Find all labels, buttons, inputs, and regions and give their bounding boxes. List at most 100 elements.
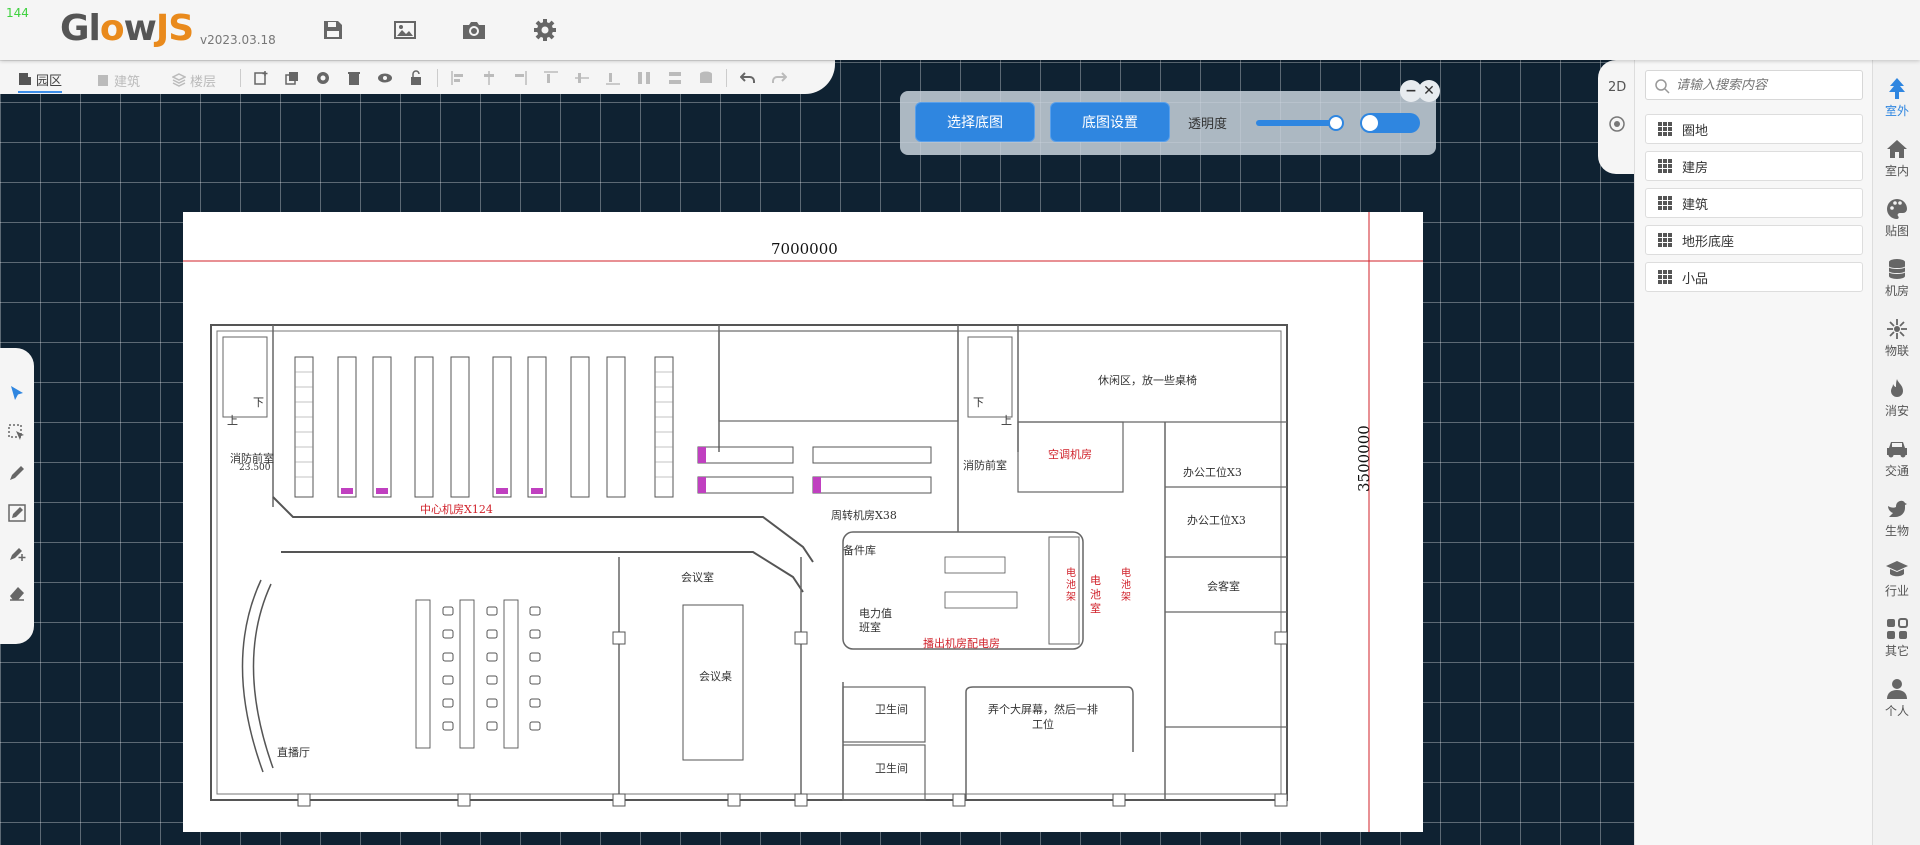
distribute-v-icon[interactable] [667,70,683,86]
database-icon[interactable] [698,70,714,86]
basemap-settings-button[interactable]: 底图设置 [1050,102,1170,142]
grid-icon [1658,159,1672,173]
edit-toolbar: 园区 建筑 楼层 [0,60,835,94]
tab-floor[interactable]: 楼层 [172,67,216,93]
room-lounge: 休闲区，放一些桌椅 [1098,374,1197,387]
category-sidebar: 室外 室内 贴图 机房 物联 消安 交通 生物 行业 其它 个人 [1872,60,1920,845]
minimize-icon[interactable]: − [1400,80,1422,102]
park-icon [19,73,31,85]
draw-tools [0,348,34,644]
fire-icon [1891,379,1903,397]
list-item-enclosure[interactable]: 圈地 [1645,114,1863,144]
opacity-slider[interactable] [1256,120,1336,126]
align-center-icon[interactable] [481,70,497,86]
room-office-1: 办公工位X3 [1183,466,1242,479]
category-fire-safety[interactable]: 消安 [1873,368,1920,426]
view-toggle: 2D [1598,60,1634,174]
align-left-icon[interactable] [450,70,466,86]
opacity-slider-handle[interactable] [1328,115,1344,131]
room-spare: 备件库 [843,544,876,557]
search-icon [1655,79,1670,94]
close-icon[interactable]: ✕ [1418,80,1440,102]
category-texture[interactable]: 贴图 [1873,188,1920,246]
room-center: 中心机房X124 [420,503,493,516]
image-icon[interactable] [391,16,419,44]
category-traffic[interactable]: 交通 [1873,428,1920,486]
box-select-icon[interactable] [8,424,26,442]
add-point-icon[interactable] [8,544,26,562]
home-icon [1887,140,1907,158]
tab-building[interactable]: 建筑 [96,67,140,93]
building-icon [98,75,108,86]
room-reception: 会客室 [1207,580,1240,593]
distribute-h-icon[interactable] [636,70,652,86]
category-personal[interactable]: 个人 [1873,668,1920,726]
align-middle-icon[interactable] [574,70,590,86]
category-server-room[interactable]: 机房 [1873,248,1920,306]
category-iot[interactable]: 物联 [1873,308,1920,366]
save-icon[interactable] [319,16,347,44]
apps-icon [1887,618,1908,639]
lock-icon[interactable] [408,70,424,86]
locate-icon[interactable] [1608,115,1626,133]
category-outdoor[interactable]: 室外 [1873,68,1920,126]
grid-icon [1658,233,1672,247]
room-wc-2: 卫生间 [875,762,908,775]
copy-icon[interactable] [284,70,300,86]
view-mode-2d[interactable]: 2D [1608,80,1627,95]
bird-icon [1888,500,1907,517]
tab-park[interactable]: 园区 [18,67,63,93]
floor-plan-image: 7000000 3500000 休闲区，放一些桌椅 空调机房 消防前室 23.5… [183,212,1423,832]
opacity-label: 透明度 [1188,117,1228,132]
category-biology[interactable]: 生物 [1873,488,1920,546]
camera-icon[interactable] [460,16,488,44]
fps-counter: 144 [6,6,29,20]
top-bar: GlowJS v2023.03.18 [0,0,1920,60]
dimension-height: 3500000 [1355,425,1373,492]
basemap-panel: 选择底图 底图设置 透明度 [900,91,1436,155]
undo-icon[interactable] [740,70,756,86]
redo-icon[interactable] [771,70,787,86]
car-icon [1887,442,1907,458]
rack-2: 电池架 [1121,568,1131,603]
delete-icon[interactable] [346,70,362,86]
pointer-icon[interactable] [8,384,26,402]
app-version: v2023.03.18 [200,33,276,47]
grid-icon [1658,122,1672,136]
gear-icon[interactable] [531,16,559,44]
search-box [1645,70,1863,100]
eye-icon[interactable] [377,70,393,86]
search-input[interactable] [1676,76,1856,94]
room-power-duty: 电力值班室 [859,607,892,634]
room-wc-1: 卫生间 [875,703,908,716]
category-other[interactable]: 其它 [1873,608,1920,666]
grid-icon [1658,270,1672,284]
room-ac: 空调机房 [1048,448,1092,461]
edit-shape-icon[interactable] [8,504,26,522]
align-right-icon[interactable] [512,70,528,86]
room-turnover: 周转机房X38 [831,509,897,522]
stair-down-1: 下 [253,396,264,409]
category-indoor[interactable]: 室内 [1873,128,1920,186]
list-item-building[interactable]: 建筑 [1645,188,1863,218]
settings-icon[interactable] [315,70,331,86]
asset-list-panel: 圈地 建房 建筑 地形底座 小品 [1634,60,1872,845]
meeting-table: 会议桌 [699,670,732,683]
align-bottom-icon[interactable] [605,70,621,86]
select-basemap-button[interactable]: 选择底图 [915,102,1035,142]
basemap-toggle[interactable] [1360,113,1420,133]
align-top-icon[interactable] [543,70,559,86]
server-icon [1888,259,1906,279]
app-logo: GlowJS [60,8,194,49]
category-industry[interactable]: 行业 [1873,548,1920,606]
palette-icon [1887,199,1907,219]
add-icon[interactable] [253,70,269,86]
room-fire-front-1: 消防前室 [230,452,274,465]
pen-icon[interactable] [8,464,26,482]
list-item-build-house[interactable]: 建房 [1645,151,1863,181]
grid-icon [1658,196,1672,210]
screen-note: 弄个大屏幕，然后一排工位 [988,703,1098,731]
list-item-small-items[interactable]: 小品 [1645,262,1863,292]
eraser-icon[interactable] [8,584,26,602]
list-item-terrain-base[interactable]: 地形底座 [1645,225,1863,255]
